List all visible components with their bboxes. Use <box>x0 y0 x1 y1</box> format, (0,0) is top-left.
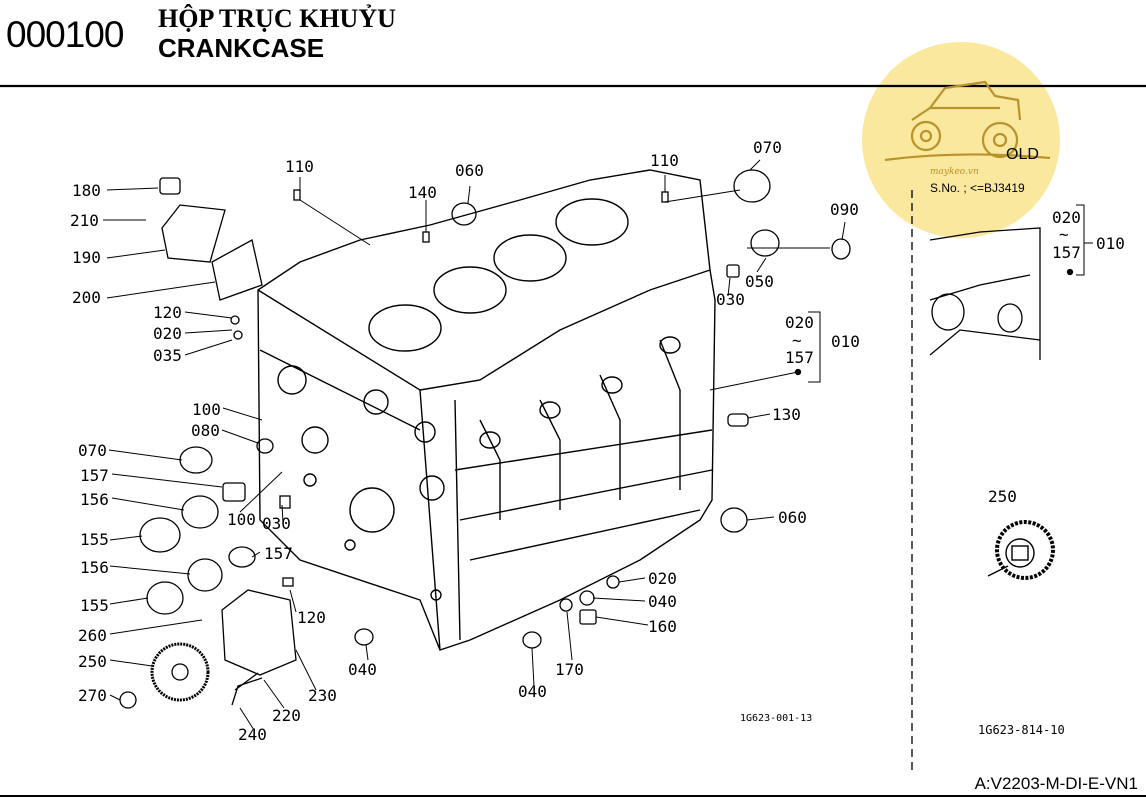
callout-040-bottom: 040 <box>518 682 547 701</box>
old-range-symbol: ~ <box>1059 225 1069 244</box>
callout-120-top: 120 <box>153 303 182 322</box>
tractor-icon <box>884 80 1051 162</box>
callout-155-top: 155 <box>80 530 109 549</box>
range-group: 010 <box>831 332 860 351</box>
callout-130: 130 <box>772 405 801 424</box>
callout-110-left: 110 <box>285 157 314 176</box>
callout-220: 220 <box>272 706 301 725</box>
old-gear-view <box>987 520 1055 580</box>
callout-200: 200 <box>72 288 101 307</box>
callout-160: 160 <box>648 617 677 636</box>
callout-040-right: 040 <box>648 592 677 611</box>
callout-170: 170 <box>555 660 584 679</box>
old-range-top: 020 <box>1052 208 1081 227</box>
range-bottom: 157 <box>785 348 814 367</box>
range-dot <box>794 368 802 376</box>
callout-156-bottom: 156 <box>80 558 109 577</box>
right-parts <box>354 169 851 649</box>
callout-060-top: 060 <box>455 161 484 180</box>
cylinder-block <box>257 169 716 651</box>
callout-157-bottom: 157 <box>264 544 293 563</box>
callout-260: 260 <box>78 626 107 645</box>
callout-190: 190 <box>72 248 101 267</box>
callout-210: 210 <box>70 211 99 230</box>
title-english: CRANKCASE <box>158 33 325 63</box>
callout-035: 035 <box>153 346 182 365</box>
callout-030-left: 030 <box>262 514 291 533</box>
old-range-group: 010 <box>1096 234 1125 253</box>
title-vietnamese: HỘP TRỤC KHUỶU <box>158 4 396 33</box>
old-drawing-code: 1G623-814-10 <box>978 723 1065 737</box>
callout-070-left: 070 <box>78 441 107 460</box>
page-reference: A:V2203-M-DI-E-VN1 <box>974 774 1138 793</box>
old-range-dot <box>1066 268 1074 276</box>
callout-100-top: 100 <box>192 400 221 419</box>
callout-230: 230 <box>308 686 337 705</box>
callout-270: 270 <box>78 686 107 705</box>
range-symbol: ~ <box>792 331 802 350</box>
watermark-site: maykeo.vn <box>930 167 979 177</box>
callout-070-top: 070 <box>753 138 782 157</box>
callout-090: 090 <box>830 200 859 219</box>
callout-155-bottom: 155 <box>80 596 109 615</box>
old-block-view <box>929 227 1041 360</box>
callout-140: 140 <box>408 183 437 202</box>
callout-020-bottom: 020 <box>648 569 677 588</box>
callout-030-right: 030 <box>716 290 745 309</box>
callout-110-right: 110 <box>650 151 679 170</box>
old-callout-250: 250 <box>988 487 1017 506</box>
callout-240: 240 <box>238 725 267 744</box>
leader-lines <box>103 159 1093 731</box>
left-parts <box>119 177 669 709</box>
callout-060-right: 060 <box>778 508 807 527</box>
callout-020-left: 020 <box>153 324 182 343</box>
callout-250: 250 <box>78 652 107 671</box>
old-range-bottom: 157 <box>1052 243 1081 262</box>
callout-040-left: 040 <box>348 660 377 679</box>
section-code: 000100 <box>6 14 124 55</box>
main-drawing-code: 1G623-001-13 <box>740 713 813 724</box>
watermark-logo <box>862 42 1060 238</box>
range-top: 020 <box>785 313 814 332</box>
old-label: OLD <box>1006 146 1039 163</box>
callout-100-bottom: 100 <box>227 510 256 529</box>
serial-label: S.No. ; <=BJ3419 <box>930 181 1025 195</box>
callout-120-bottom: 120 <box>297 608 326 627</box>
callout-157-top: 157 <box>80 466 109 485</box>
callout-180: 180 <box>72 181 101 200</box>
callout-156-top: 156 <box>80 490 109 509</box>
callout-050: 050 <box>745 272 774 291</box>
callout-080: 080 <box>191 421 220 440</box>
